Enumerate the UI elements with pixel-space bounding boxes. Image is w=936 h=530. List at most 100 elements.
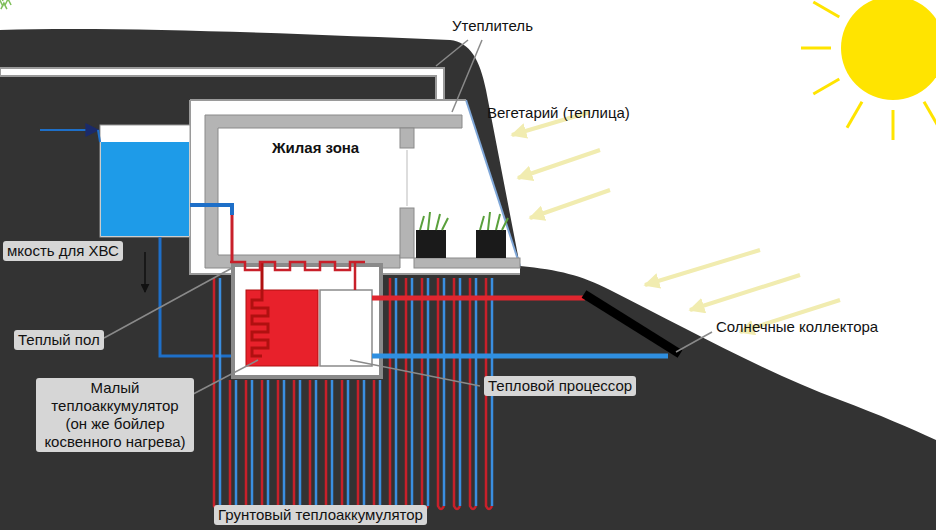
ground-pipes-part (411, 278, 414, 506)
water-tank-part (98, 130, 100, 142)
water-tank-part (100, 125, 190, 237)
sun-rays-part (813, 79, 839, 94)
ground-pipes-part (422, 278, 428, 509)
ground-pipes-part (310, 380, 316, 509)
leader-lines-part (350, 360, 480, 386)
sunlight-arrows-part (530, 190, 610, 218)
ground-pipes-part (267, 380, 270, 506)
ground-pipes-part (326, 380, 332, 509)
callout-text: Теплый пол (18, 331, 100, 348)
ground-pipes-part (390, 278, 396, 509)
sun-rays-part (801, 47, 831, 50)
house-cavity-part (190, 100, 520, 274)
processor-label: Тепловой процессор (484, 376, 636, 396)
living-zone: Жилая зона (272, 139, 359, 156)
sun-rays-part (892, 110, 895, 140)
callout-text: Малый теплоаккумулятор (он же бойлер кос… (44, 379, 185, 450)
house-cavity (190, 100, 520, 274)
ground-pipes-part (358, 380, 364, 509)
house-wall-part (205, 115, 462, 268)
sun-rays-part (813, 2, 839, 17)
ground-pipes (214, 278, 492, 509)
ground-pipes-part (294, 380, 300, 509)
ground-pipes-part (283, 380, 286, 506)
tank-label: мкость для ХВС (3, 241, 123, 261)
basement-part (233, 265, 381, 377)
ground-pipes-part (427, 278, 430, 506)
sun (841, 0, 936, 100)
ground-pipes-part (251, 380, 254, 506)
solar-collector (584, 294, 680, 354)
ground-pipes-part (214, 278, 220, 509)
sun-rays (801, 0, 936, 140)
zone-label: Вегетарий (теплица) (487, 104, 630, 121)
ground-pipes-part (470, 278, 476, 509)
ground-pipes-part (342, 380, 348, 509)
solar-pipes-part (372, 296, 585, 301)
ground-pipes-part (475, 278, 478, 506)
callout-text: Утеплитель (452, 17, 533, 34)
ground-pipes-part (443, 278, 446, 506)
water-tank-part (190, 205, 232, 215)
greenhouse: Вегетарий (теплица) (487, 104, 630, 121)
insulation-label: Утеплитель (452, 17, 533, 35)
grass-part (5, 0, 11, 5)
ground-pipes-part (315, 380, 318, 506)
ground-pipes-part (374, 380, 380, 509)
solar-pipes-part (372, 354, 668, 359)
water-tank-part (40, 129, 98, 131)
ground (0, 29, 936, 530)
basement-part (320, 290, 372, 366)
plant-pots-part (476, 230, 506, 258)
sunlight-arrows-part (518, 150, 600, 178)
warm-floor-pipe-part (230, 262, 365, 270)
ground-store-label: Грунтовый теплоаккумулятор (214, 505, 427, 525)
ground-pipes-part (379, 380, 382, 506)
sun-rays-part (847, 102, 862, 128)
callout-text: Солнечные коллектора (716, 318, 878, 335)
house-wall (205, 115, 520, 268)
ground-pipes-part (438, 278, 444, 509)
sunlight-arrows-part (645, 250, 760, 285)
solar-pipes (372, 298, 668, 356)
leader-lines-part (452, 40, 482, 112)
water-tank-part (144, 252, 146, 292)
ground-part (0, 29, 936, 530)
ground-pipes-part (235, 380, 238, 506)
collector-label: Солнечные коллектора (716, 318, 878, 336)
leader-lines-part (436, 40, 468, 66)
callout-text: Тепловой процессор (488, 377, 632, 394)
leader-lines-part (104, 268, 232, 338)
grass-part (0, 0, 3, 6)
ground-pipes-part (219, 278, 222, 506)
callout-text: Грунтовый теплоаккумулятор (218, 506, 423, 523)
sunlight-arrows-part (690, 275, 800, 310)
ground-pipes-part (406, 278, 412, 509)
basement-part (252, 262, 268, 356)
boiler-label: Малый теплоаккумулятор (он же бойлер кос… (36, 378, 194, 452)
ground-pipes-part (262, 380, 268, 509)
house-wall-part (400, 208, 414, 258)
house-wall-part (414, 258, 520, 268)
ground-pipes-part (299, 380, 302, 506)
ground-pipes-part (363, 380, 366, 506)
warm-floor-pipe (230, 215, 365, 290)
plant-pots (416, 212, 508, 258)
leader-lines-part (676, 332, 712, 352)
ground-pipes-part (395, 278, 398, 506)
basement (233, 262, 381, 377)
sun-part (841, 0, 936, 100)
house-cavity-part (466, 100, 520, 266)
solar-collector-part (584, 294, 680, 354)
insulation-part (0, 68, 444, 102)
ground-pipes-part (459, 278, 462, 506)
leader-lines (104, 40, 712, 402)
zone-label: Жилая зона (272, 139, 359, 156)
ground-pipes-part (246, 380, 252, 509)
ground-pipes-part (331, 380, 334, 506)
house-wall-part (406, 150, 408, 206)
ground-pipes-part (347, 380, 350, 506)
warm-floor-pipe-part (231, 215, 234, 262)
callout-text: мкость для ХВС (7, 242, 119, 259)
sun-rays-part (924, 102, 936, 128)
